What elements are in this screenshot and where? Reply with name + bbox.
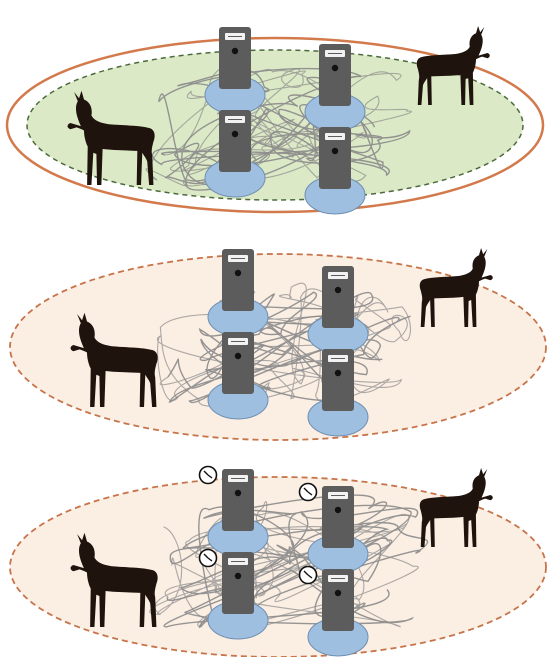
- panel-bottom: [9, 465, 547, 657]
- feeding-station-icon: [198, 465, 269, 557]
- clock-icon: [198, 465, 218, 485]
- feeding-station-icon: [307, 349, 369, 437]
- feeding-station-icon: [207, 332, 269, 420]
- feeding-station-icon: [307, 266, 369, 354]
- feeding-station-icon: [207, 249, 269, 337]
- feeding-station-icon: [298, 482, 369, 574]
- clock-icon: [298, 482, 318, 502]
- feeding-station-icon: [204, 110, 266, 198]
- feeding-station-icon: [304, 44, 366, 132]
- feeding-station-icon: [304, 127, 366, 215]
- panel-middle: [9, 247, 547, 441]
- feeding-station-icon: [298, 565, 369, 657]
- panel-top: [5, 25, 545, 215]
- feeding-station-icon: [204, 27, 266, 115]
- clock-icon: [298, 565, 318, 585]
- feeding-station-icon: [198, 548, 269, 640]
- clock-icon: [198, 548, 218, 568]
